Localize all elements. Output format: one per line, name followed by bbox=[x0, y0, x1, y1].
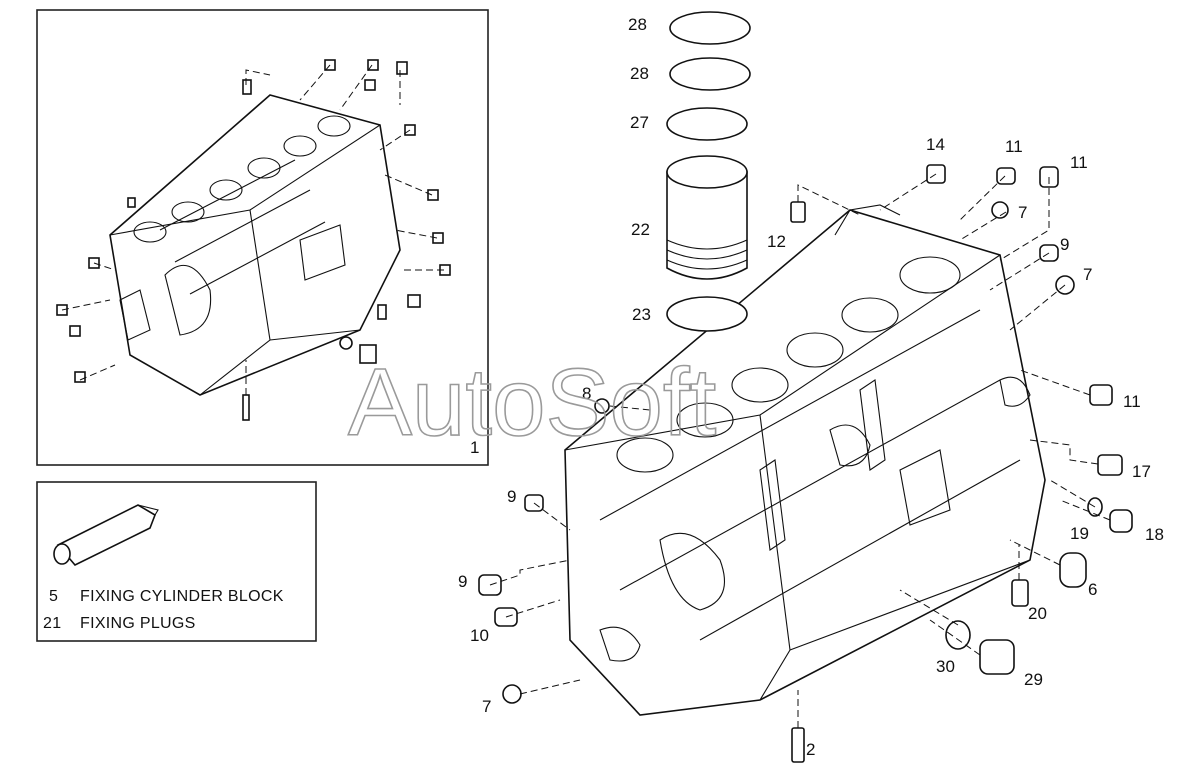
callout-27: 27 bbox=[630, 113, 649, 132]
legend-item-number: 21 bbox=[43, 615, 61, 632]
callout-30: 30 bbox=[936, 657, 955, 676]
piston-ring-icon bbox=[669, 11, 751, 45]
plug-icon bbox=[996, 167, 1016, 185]
callout-12: 12 bbox=[767, 232, 786, 251]
seal-ring-icon bbox=[666, 107, 748, 141]
plugs-and-fittings bbox=[478, 164, 1133, 763]
callout-28: 28 bbox=[630, 64, 649, 83]
plug-29-icon bbox=[979, 639, 1015, 675]
watermark: AutoSoft bbox=[348, 349, 716, 456]
callout-7: 7 bbox=[1083, 265, 1092, 284]
main-block-drawing bbox=[564, 204, 1046, 716]
callout-11: 11 bbox=[1070, 153, 1088, 172]
callout-9: 9 bbox=[507, 487, 516, 506]
piston-ring-icon bbox=[669, 57, 751, 91]
bolt-2-icon bbox=[791, 727, 805, 763]
plug-icon bbox=[991, 201, 1009, 219]
callout-23: 23 bbox=[632, 305, 651, 324]
dowel-12-icon bbox=[790, 201, 806, 223]
callout-14: 14 bbox=[926, 135, 945, 154]
cylinder-liner-group bbox=[666, 11, 751, 332]
inset-overview: 1 bbox=[36, 9, 489, 466]
plug-18-icon bbox=[1109, 509, 1133, 533]
callout-29: 29 bbox=[1024, 670, 1043, 689]
inset-frame bbox=[36, 9, 489, 466]
legend-item-text: FIXING PLUGS bbox=[80, 615, 196, 632]
callout-labels: 28 28 27 22 23 14 11 11 12 7 9 7 11 8 17… bbox=[458, 15, 1164, 759]
legend-frame bbox=[36, 481, 317, 642]
callout-6: 6 bbox=[1088, 580, 1097, 599]
callout-20: 20 bbox=[1028, 604, 1047, 623]
sealant-tube-icon bbox=[53, 504, 159, 566]
legend-box: 5 FIXING CYLINDER BLOCK 21 FIXING PLUGS bbox=[36, 481, 317, 642]
inset-block-drawing bbox=[56, 59, 451, 421]
washer-30-icon bbox=[945, 620, 971, 650]
callout-2: 2 bbox=[806, 740, 815, 759]
callout-28: 28 bbox=[628, 15, 647, 34]
seal-ring-icon bbox=[666, 296, 748, 332]
callout-7: 7 bbox=[1018, 203, 1027, 222]
callout-19: 19 bbox=[1070, 524, 1089, 543]
callout-22: 22 bbox=[631, 220, 650, 239]
legend-item-number: 5 bbox=[49, 588, 58, 605]
callout-7: 7 bbox=[482, 697, 491, 716]
dowel-20-icon bbox=[1011, 579, 1029, 607]
plug-17-icon bbox=[1097, 454, 1123, 476]
callout-9: 9 bbox=[458, 572, 467, 591]
callout-11: 11 bbox=[1123, 392, 1141, 411]
cylinder-liner-icon bbox=[666, 171, 748, 280]
callout-11: 11 bbox=[1005, 137, 1023, 156]
legend-item-text: FIXING CYLINDER BLOCK bbox=[80, 588, 284, 605]
callout-9: 9 bbox=[1060, 235, 1069, 254]
plug-icon bbox=[1089, 384, 1113, 406]
callout-10: 10 bbox=[470, 626, 489, 645]
callout-18: 18 bbox=[1145, 525, 1164, 544]
plug-icon bbox=[502, 684, 522, 704]
plug-8-icon bbox=[594, 398, 610, 414]
callout-8: 8 bbox=[582, 384, 591, 403]
callout-17: 17 bbox=[1132, 462, 1151, 481]
inset-label: 1 bbox=[470, 438, 479, 457]
plug-6-icon bbox=[1059, 552, 1087, 588]
